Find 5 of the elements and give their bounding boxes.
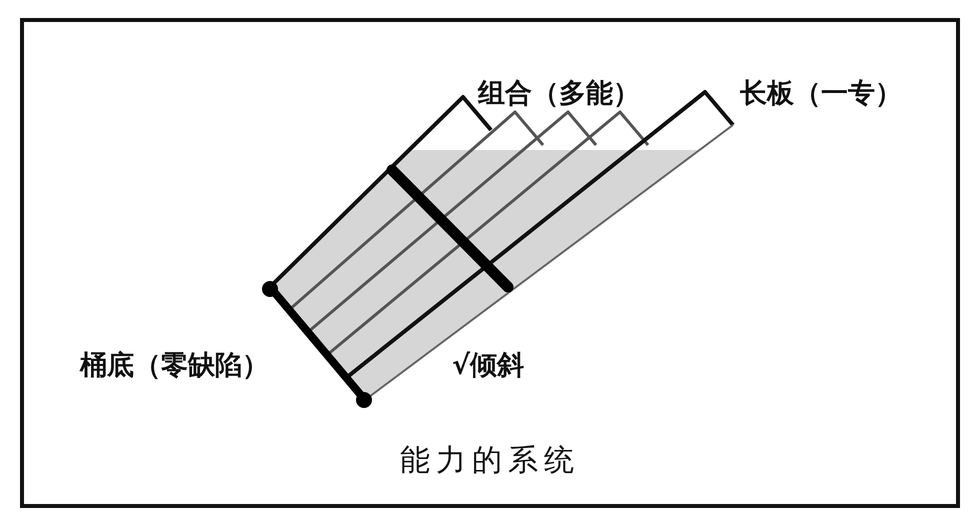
label: √倾斜 <box>452 352 524 379</box>
label: 桶底（零缺陷） <box>80 352 269 379</box>
label: 组合（多能） <box>478 80 640 107</box>
label: 长板（一专） <box>740 80 902 107</box>
caption: 能力的系统 <box>399 446 581 476</box>
